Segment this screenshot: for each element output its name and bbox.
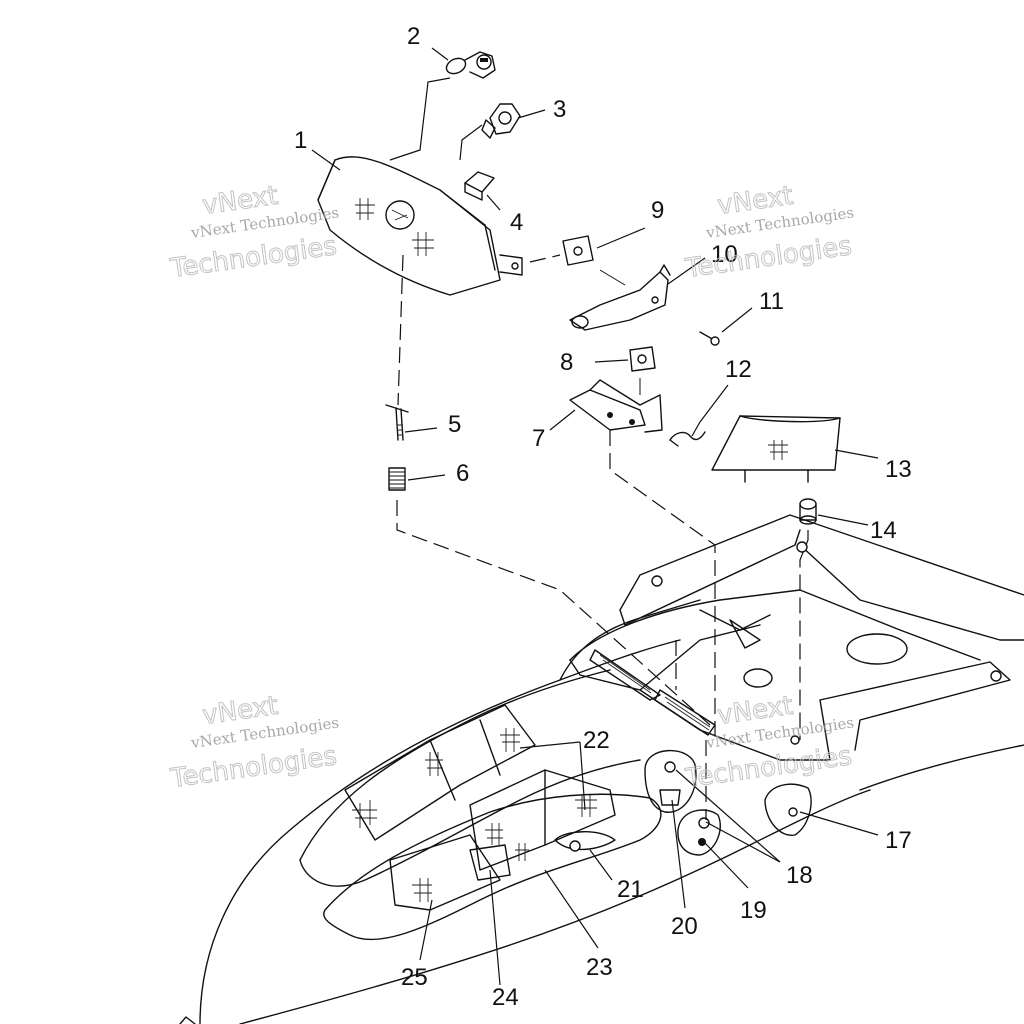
part-label-19: 19 [740,897,767,924]
part-label-8: 8 [560,349,573,376]
part-label-10: 10 [711,241,738,268]
part-label-18: 18 [786,862,813,889]
part-label-2: 2 [407,23,420,50]
grommet [799,498,817,525]
watermark-bottom-right: vNext vNext Technologies Technologies [683,690,856,794]
fastener-group [644,749,812,856]
part-label-17: 17 [885,827,912,854]
headlight-housing [317,156,523,296]
bulb [445,51,496,79]
part-label-6: 6 [456,460,469,487]
spring-clip [669,431,706,447]
spring [388,467,406,491]
leader-lines [311,47,879,986]
adjuster-bracket [569,264,671,331]
part-label-20: 20 [671,913,698,940]
part-label-4: 4 [510,209,523,236]
part-label-1: 1 [294,127,307,154]
alignment-lines [396,254,809,820]
retaining-clip [464,171,495,201]
part-label-3: 3 [553,96,566,123]
lens-cover [711,415,841,483]
pivot-pin [385,404,409,441]
part-label-9: 9 [651,197,664,224]
console-panels [344,704,616,911]
part-label-7: 7 [532,425,545,452]
part-label-5: 5 [448,411,461,438]
part-label-13: 13 [885,456,912,483]
part-label-14: 14 [870,517,897,544]
part-label-11: 11 [759,288,784,315]
screw [699,331,720,346]
part-label-12: 12 [725,356,752,383]
watermark-bottom-left: vNext vNext Technologies Technologies [168,690,341,794]
bulb-socket [481,103,521,139]
mounting-bracket [569,379,663,433]
part-label-23: 23 [586,954,613,981]
part-label-25: 25 [401,964,428,991]
part-label-24: 24 [492,984,519,1011]
pad [562,235,594,266]
part-label-21: 21 [617,876,644,903]
washer-square [629,346,656,372]
watermark-top-left: vNext vNext Technologies Technologies [168,180,341,284]
part-labels: 1 2 3 4 5 6 7 8 9 10 11 12 13 14 17 18 1… [294,23,912,1011]
watermark-top-right: vNext vNext Technologies Technologies [683,180,856,284]
part-label-22: 22 [583,727,610,754]
